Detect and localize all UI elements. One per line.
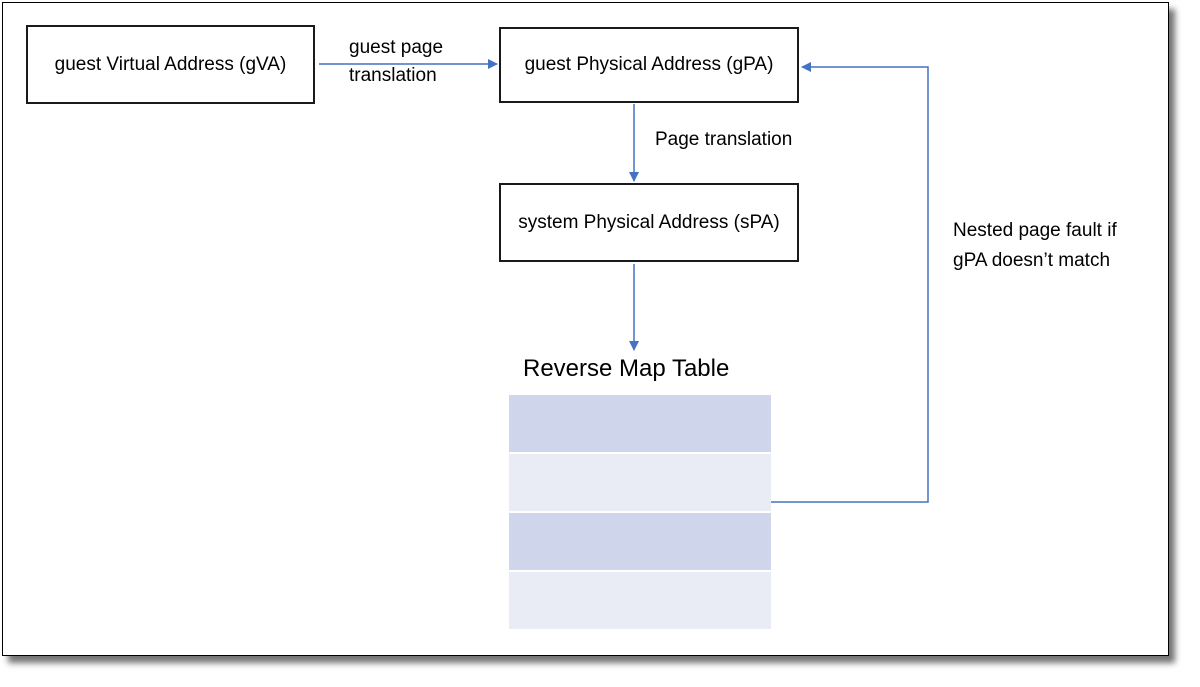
- edge-label-nested-page-fault: Nested page fault if gPA doesn’t match: [953, 216, 1117, 276]
- edge-label-line: Nested page fault if: [953, 220, 1117, 241]
- edge-label-line: translation: [349, 65, 437, 86]
- node-system-physical-address: system Physical Address (sPA): [499, 183, 799, 262]
- node-gpa-label: guest Physical Address (gPA): [524, 54, 774, 75]
- table-row: [509, 454, 771, 511]
- table-row: [509, 572, 771, 629]
- edge-label-line: gPA doesn’t match: [953, 250, 1111, 271]
- edge-label-page-translation: Page translation: [655, 126, 792, 154]
- node-gva-label: guest Virtual Address (gVA): [54, 53, 287, 75]
- edge-label-text: Page translation: [655, 129, 793, 150]
- table-row: [509, 395, 771, 452]
- edge-label-guest-page-translation: guest page translation: [349, 34, 443, 90]
- node-guest-virtual-address: guest Virtual Address (gVA): [26, 25, 315, 104]
- node-spa-label: system Physical Address (sPA): [518, 211, 780, 233]
- node-guest-physical-address: guest Physical Address (gPA): [499, 27, 799, 103]
- reverse-map-table-title: Reverse Map Table: [523, 355, 730, 382]
- table-row: [509, 513, 771, 570]
- edge-label-line: guest page: [349, 37, 444, 58]
- reverse-map-table: [509, 395, 771, 631]
